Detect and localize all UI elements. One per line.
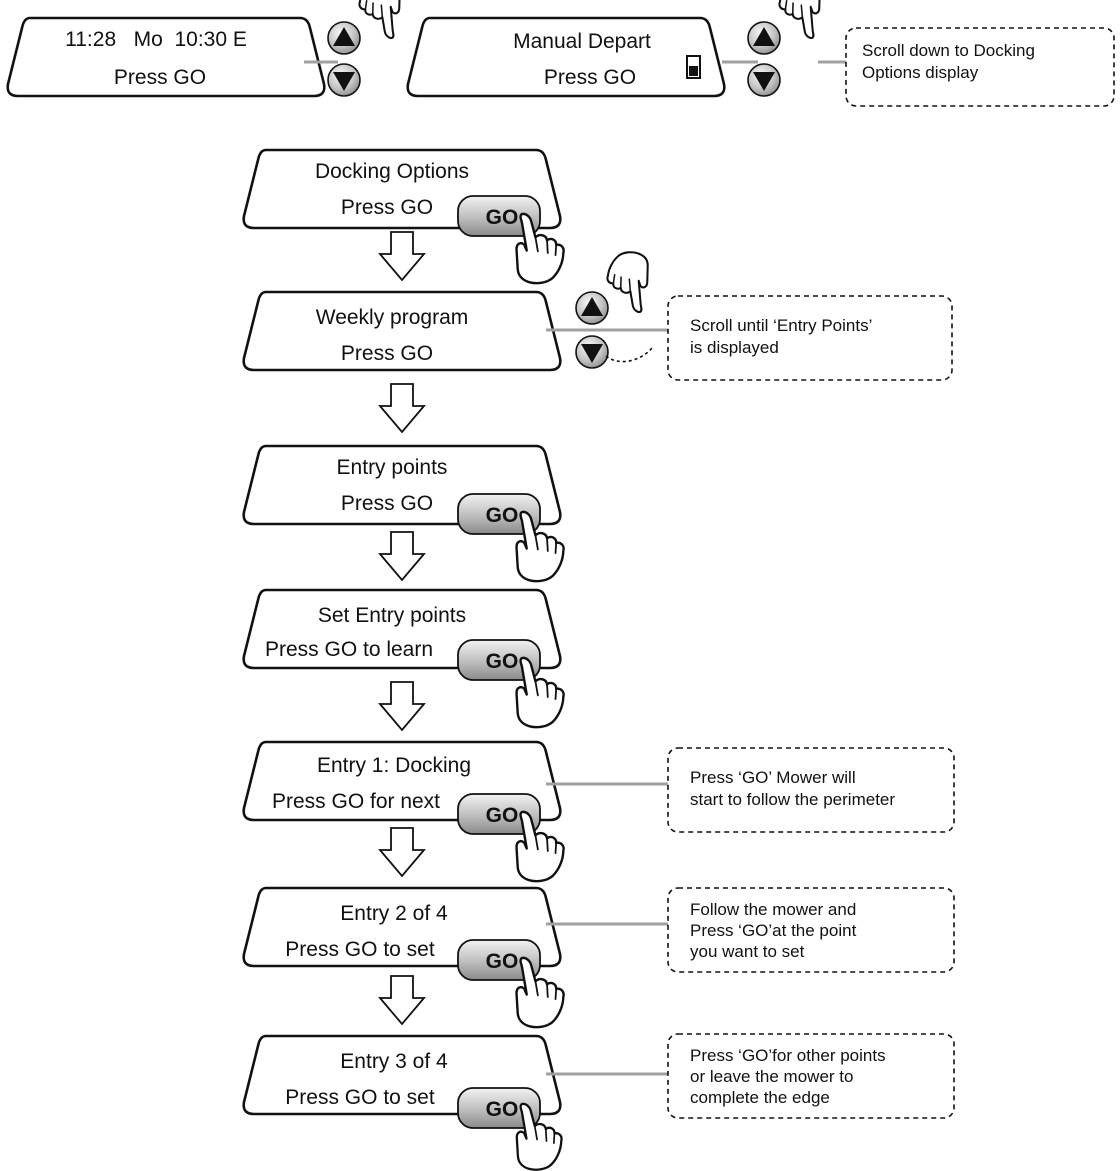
go-button-label: GO — [486, 650, 519, 673]
display-docking-options: Docking Options Press GO — [242, 148, 562, 230]
display-line2: Press GO to set — [285, 938, 435, 961]
hand-motion-trail — [605, 347, 653, 363]
note-line: start to follow the perimeter — [690, 790, 895, 809]
scroll-down-button[interactable] — [327, 63, 361, 97]
display-entry-1-docking: Entry 1: Docking Press GO for next — [242, 740, 562, 822]
note-line: Press ‘GO’at the point — [690, 921, 857, 940]
display-line1: Docking Options — [315, 160, 469, 183]
note-line: or leave the mower to — [690, 1067, 853, 1086]
triangle-up-icon — [753, 27, 775, 46]
go-button-label: GO — [486, 206, 519, 229]
display-home: 11:28 Mo 10:30 E Press GO — [6, 16, 326, 98]
display-line1: Set Entry points — [318, 604, 466, 627]
scroll-down-button[interactable] — [747, 63, 781, 97]
display-line1: Entry 3 of 4 — [340, 1050, 448, 1073]
down-arrow-icon — [379, 827, 425, 877]
scroll-up-button[interactable] — [747, 21, 781, 55]
display-weekly-program: Weekly program Press GO — [242, 290, 562, 372]
note-line: Scroll until ‘Entry Points’ — [690, 316, 872, 335]
display-line2: Press GO to learn — [265, 638, 433, 661]
go-button[interactable]: GO — [457, 493, 541, 535]
note-line: Press ‘GO’for other points — [690, 1046, 886, 1065]
display-entry-2-of-4: Entry 2 of 4 Press GO to set — [242, 886, 562, 968]
down-arrow-icon — [379, 531, 425, 581]
display-entry-3-of-4: Entry 3 of 4 Press GO to set — [242, 1034, 562, 1116]
go-button-label: GO — [486, 950, 519, 973]
go-button[interactable]: GO — [457, 639, 541, 681]
go-button-label: GO — [486, 804, 519, 827]
display-line2: Press GO — [341, 196, 433, 219]
down-arrow-icon — [379, 231, 425, 281]
display-line1: Entry 2 of 4 — [340, 902, 448, 925]
note-scroll-entry-points: Scroll until ‘Entry Points’ is displayed — [667, 295, 953, 381]
down-arrow-icon — [379, 383, 425, 433]
note-line: you want to set — [690, 942, 805, 961]
pointing-hand-icon — [598, 245, 661, 314]
pointing-hand-icon — [350, 0, 413, 40]
note-follow-mower: Follow the mower and Press ‘GO’at the po… — [667, 887, 955, 973]
go-button[interactable]: GO — [457, 1087, 541, 1129]
display-line2: Press GO — [341, 342, 433, 365]
display-line1: Entry points — [337, 456, 448, 479]
note-line: Press ‘GO’ Mower will — [690, 768, 856, 787]
scroll-down-button[interactable] — [575, 335, 609, 369]
note-line: Options display — [862, 63, 979, 82]
go-button-label: GO — [486, 504, 519, 527]
go-button-label: GO — [486, 1098, 519, 1121]
display-entry-points: Entry points Press GO — [242, 444, 562, 526]
down-arrow-icon — [379, 975, 425, 1025]
scroll-control-top-2 — [747, 0, 833, 97]
display-home-line1: 11:28 Mo 10:30 E — [65, 28, 247, 51]
go-button[interactable]: GO — [457, 939, 541, 981]
note-other-points: Press ‘GO’for other points or leave the … — [667, 1033, 955, 1119]
display-line1: Entry 1: Docking — [317, 754, 471, 777]
note-line: Follow the mower and — [690, 900, 856, 919]
note-line: is displayed — [690, 338, 779, 357]
display-line2: Press GO — [341, 492, 433, 515]
triangle-down-icon — [753, 72, 775, 91]
display-manual-depart-line1: Manual Depart — [513, 30, 651, 53]
pointing-hand-icon — [770, 0, 833, 40]
manual-mode-icon — [686, 55, 701, 79]
scroll-up-button[interactable] — [575, 291, 609, 325]
display-set-entry-points: Set Entry points Press GO to learn — [242, 588, 562, 670]
display-line1: Weekly program — [316, 306, 469, 329]
display-manual-depart: Manual Depart Press GO — [406, 16, 726, 98]
triangle-down-icon — [333, 72, 355, 91]
note-line: Scroll down to Docking — [862, 41, 1035, 60]
scroll-up-button[interactable] — [327, 21, 361, 55]
note-follow-perimeter: Press ‘GO’ Mower will start to follow th… — [667, 747, 955, 833]
triangle-up-icon — [581, 297, 603, 316]
scroll-control-weekly — [575, 245, 661, 369]
triangle-down-icon — [581, 344, 603, 363]
display-line2: Press GO to set — [285, 1086, 435, 1109]
note-line: complete the edge — [690, 1088, 830, 1107]
go-button[interactable]: GO — [457, 195, 541, 237]
triangle-up-icon — [333, 27, 355, 46]
note-scroll-docking: Scroll down to Docking Options display — [845, 27, 1115, 107]
display-home-line2: Press GO — [114, 66, 206, 89]
go-button[interactable]: GO — [457, 793, 541, 835]
display-manual-depart-line2: Press GO — [544, 66, 636, 89]
down-arrow-icon — [379, 681, 425, 731]
scroll-control-top-1 — [327, 0, 413, 97]
display-line2: Press GO for next — [272, 790, 440, 813]
